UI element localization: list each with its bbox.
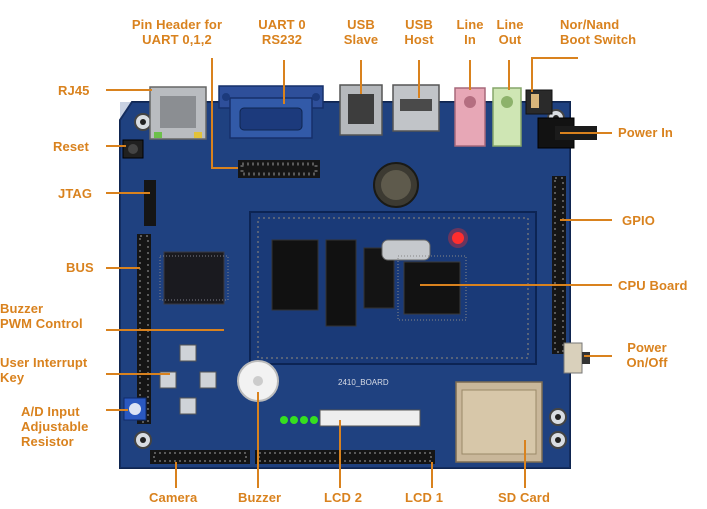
usb-slave-label-line1: USB	[347, 17, 375, 32]
user-interrupt-label: User Interrupt Key	[0, 355, 87, 385]
boot-switch-label: Nor/Nand Boot Switch	[560, 17, 660, 47]
power-onoff-label: Power On/Off	[614, 340, 680, 370]
usb-host-label-line2: Host	[404, 32, 434, 47]
pin-header-label-line1: Pin Header for	[131, 17, 223, 32]
uart0-label-line2: RS232	[261, 32, 303, 47]
reset-button	[122, 139, 144, 159]
usb-host-connector	[392, 84, 440, 132]
adjustable-resistor	[123, 397, 147, 421]
bottom-headers	[150, 450, 435, 464]
rj45-label: RJ45	[58, 83, 90, 98]
power-onoff-label-line2: On/Off	[626, 355, 668, 370]
buzzer-label: Buzzer	[238, 490, 282, 505]
line-out-label-line2: Out	[498, 32, 522, 47]
line-in-label: Line In	[453, 17, 487, 47]
power-switch	[563, 342, 590, 374]
sd-card-slot	[455, 381, 543, 463]
boot-switch	[525, 89, 553, 115]
lcd1-label: LCD 1	[405, 490, 444, 505]
camera-label: Camera	[149, 490, 198, 505]
user-keys	[159, 344, 217, 415]
line-out-label-line1: Line	[496, 17, 524, 32]
line-out-jack	[492, 87, 522, 147]
uart0-label-line1: UART 0	[258, 17, 306, 32]
ethernet-chip	[159, 251, 229, 305]
bus-label: BUS	[66, 260, 94, 275]
usb-slave-connector	[339, 84, 383, 136]
cpu-board-label: CPU Board	[618, 278, 688, 293]
line-in-label-line1: Line	[456, 17, 484, 32]
rs232-connector	[218, 85, 324, 139]
rj45-connector	[149, 86, 207, 140]
jtag-header	[144, 180, 156, 226]
gpio-label: GPIO	[622, 213, 655, 228]
leader-lines	[106, 57, 612, 488]
usb-slave-label: USB Slave	[336, 17, 386, 47]
sd-card-label: SD Card	[498, 490, 550, 505]
lcd2-connector	[319, 409, 421, 427]
user-interrupt-label-line2: Key	[0, 370, 25, 385]
ad-input-label-line1: A/D Input	[21, 404, 80, 419]
power-in-label: Power In	[618, 125, 673, 140]
usb-host-label-line1: USB	[405, 17, 433, 32]
ad-input-label-line3: Resistor	[21, 434, 74, 449]
board-silkscreen: 2410_BOARD	[338, 378, 389, 387]
usb-host-label: USB Host	[397, 17, 441, 47]
ad-input-label: A/D Input Adjustable Resistor	[21, 404, 88, 449]
line-in-label-line2: In	[464, 32, 476, 47]
lcd2-label: LCD 2	[324, 490, 363, 505]
ad-input-label-line2: Adjustable	[21, 419, 89, 434]
cpu-board	[249, 211, 537, 365]
line-in-jack	[454, 87, 486, 147]
buzzer-pwm-label-line1: Buzzer	[0, 301, 44, 316]
status-leds	[280, 416, 318, 424]
buzzer-pwm-label-line2: PWM Control	[0, 316, 83, 331]
pin-header-label: Pin Header for UART 0,1,2	[118, 17, 236, 47]
power-onoff-label-line1: Power	[627, 340, 667, 355]
backup-battery	[373, 162, 419, 208]
buzzer-pwm-label: Buzzer PWM Control	[0, 301, 83, 331]
uart-pin-header	[238, 160, 320, 178]
user-interrupt-label-line1: User Interrupt	[0, 355, 88, 370]
usb-slave-label-line2: Slave	[343, 32, 379, 47]
boot-switch-label-line2: Boot Switch	[560, 32, 637, 47]
pin-header-label-line2: UART 0,1,2	[142, 32, 212, 47]
line-out-label: Line Out	[493, 17, 527, 47]
boot-switch-label-line1: Nor/Nand	[560, 17, 620, 32]
reset-label: Reset	[53, 139, 89, 154]
gpio-header	[552, 176, 566, 354]
uart0-label: UART 0 RS232	[250, 17, 314, 47]
jtag-label: JTAG	[58, 186, 93, 201]
